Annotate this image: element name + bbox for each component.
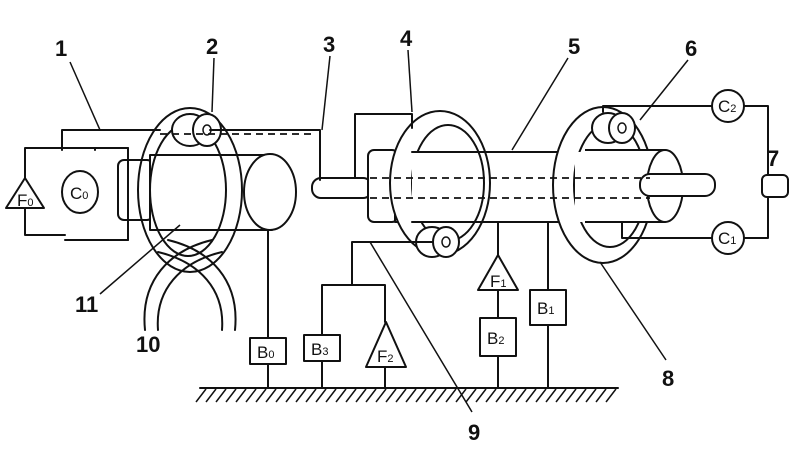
shaft bbox=[311, 177, 373, 199]
ground-hatch-mark bbox=[495, 388, 507, 403]
svg-text:B3: B3 bbox=[311, 340, 328, 359]
ground-hatch-mark bbox=[505, 388, 517, 403]
block-B1: B1 bbox=[529, 289, 567, 326]
ground-hatch-mark bbox=[585, 388, 597, 403]
svg-text:B0: B0 bbox=[257, 343, 274, 362]
hidden-lines bbox=[160, 133, 650, 199]
callout-6: 6 bbox=[685, 36, 697, 61]
wire-loops bbox=[143, 239, 237, 331]
ground-hatch-mark bbox=[535, 388, 547, 403]
callout-1: 1 bbox=[55, 36, 67, 61]
block-F0: F0 bbox=[5, 177, 45, 210]
ground-hatch-mark bbox=[225, 388, 237, 403]
ground bbox=[195, 387, 619, 403]
callout-3: 3 bbox=[323, 32, 335, 57]
roller-6 bbox=[591, 112, 636, 144]
callout-7: 7 bbox=[767, 146, 779, 171]
ground-hatch-mark bbox=[285, 388, 297, 403]
leader-lines bbox=[69, 49, 689, 413]
ground-hatch-mark bbox=[405, 388, 417, 403]
ground-hatch-mark bbox=[385, 388, 397, 403]
ground-hatch-mark bbox=[305, 388, 317, 403]
block-B2: B2 bbox=[479, 317, 517, 357]
svg-text:C2: C2 bbox=[718, 97, 736, 116]
left-cylinder bbox=[117, 153, 297, 231]
ground-hatch-mark bbox=[215, 388, 227, 403]
ground-hatch-mark bbox=[565, 388, 577, 403]
callouts: 1 2 3 4 5 6 7 8 9 10 11 bbox=[55, 26, 779, 445]
ground-hatch-mark bbox=[375, 388, 387, 403]
svg-text:B1: B1 bbox=[537, 299, 554, 318]
element-7 bbox=[761, 174, 789, 198]
ground-hatch-mark bbox=[475, 388, 487, 403]
block-B0: B0 bbox=[249, 337, 287, 365]
ground-hatch-mark bbox=[455, 388, 467, 403]
ground-hatch-mark bbox=[235, 388, 247, 403]
svg-text:F1: F1 bbox=[490, 272, 507, 291]
block-C1: C1 bbox=[711, 221, 745, 255]
svg-text:C0: C0 bbox=[70, 184, 88, 203]
callout-2: 2 bbox=[206, 34, 218, 59]
ground-hatch-mark bbox=[575, 388, 587, 403]
right-cylinder bbox=[585, 149, 716, 223]
callout-5: 5 bbox=[568, 34, 580, 59]
ground-hatch-mark bbox=[245, 388, 257, 403]
callout-10: 10 bbox=[136, 332, 160, 357]
ground-hatch-mark bbox=[425, 388, 437, 403]
ground-hatch-mark bbox=[205, 388, 217, 403]
block-B3: B3 bbox=[303, 334, 341, 362]
ground-hatch-mark bbox=[445, 388, 457, 403]
ground-hatch-mark bbox=[485, 388, 497, 403]
ground-hatch-mark bbox=[265, 388, 277, 403]
wiring bbox=[24, 105, 769, 389]
ground-hatch-mark bbox=[415, 388, 427, 403]
ground-hatch-mark bbox=[465, 388, 477, 403]
ground-hatch-mark bbox=[525, 388, 537, 403]
ground-hatch-mark bbox=[195, 388, 207, 403]
block-C2: C2 bbox=[711, 89, 745, 123]
ground-hatch-mark bbox=[395, 388, 407, 403]
ground-hatch-mark bbox=[315, 388, 327, 403]
callout-8: 8 bbox=[662, 366, 674, 391]
ground-hatch-mark bbox=[545, 388, 557, 403]
callout-9: 9 bbox=[468, 420, 480, 445]
callout-11: 11 bbox=[75, 292, 98, 317]
callout-4: 4 bbox=[400, 26, 413, 51]
ground-hatch-mark bbox=[335, 388, 347, 403]
ground-hatch-mark bbox=[605, 388, 617, 403]
ground-hatch-mark bbox=[515, 388, 527, 403]
ground-hatch-mark bbox=[295, 388, 307, 403]
svg-text:B2: B2 bbox=[487, 329, 504, 348]
block-C0: C0 bbox=[61, 170, 99, 214]
ground-hatch-mark bbox=[255, 388, 267, 403]
block-F2: F2 bbox=[365, 321, 407, 368]
ground-hatch-mark bbox=[275, 388, 287, 403]
ground-hatch-mark bbox=[345, 388, 357, 403]
svg-text:F0: F0 bbox=[17, 191, 34, 210]
ground-hatch-mark bbox=[555, 388, 567, 403]
block-F1: F1 bbox=[477, 254, 519, 291]
ground-hatch-mark bbox=[325, 388, 337, 403]
ground-hatch-mark bbox=[435, 388, 447, 403]
svg-text:C1: C1 bbox=[718, 229, 736, 248]
svg-text:F2: F2 bbox=[377, 347, 394, 366]
roller-9 bbox=[415, 226, 460, 258]
ground-hatch-mark bbox=[595, 388, 607, 403]
ground-hatch-mark bbox=[365, 388, 377, 403]
ground-hatch-mark bbox=[355, 388, 367, 403]
